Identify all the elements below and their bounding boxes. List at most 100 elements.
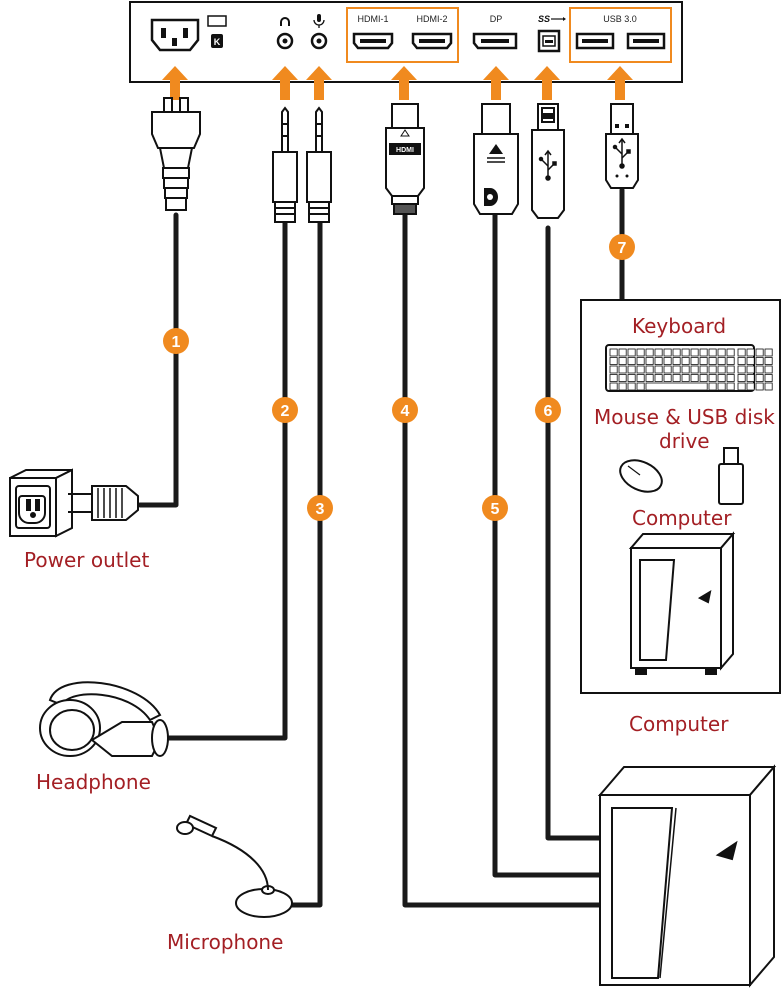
usb-symbol-icon [538, 149, 557, 181]
keyboard-key [609, 382, 618, 391]
cable-headphone [162, 219, 288, 741]
badge-2: 2 [272, 397, 298, 423]
computer-large-icon [597, 764, 777, 988]
displayport-port-icon [472, 32, 518, 50]
keyboard-key [636, 365, 645, 374]
keyboard-key [681, 374, 690, 382]
keyboard-key [636, 348, 645, 357]
keyboard-key [690, 357, 699, 365]
usb-symbol-small-icon [551, 17, 566, 21]
keyboard-key [645, 374, 654, 382]
keyboard-key [645, 348, 654, 357]
arrow-usb-b [534, 66, 560, 100]
keyboard-key [672, 365, 681, 374]
keyboard-key [737, 374, 746, 382]
usb3-label: USB 3.0 [603, 14, 637, 24]
svg-text:5: 5 [491, 501, 500, 518]
cable-number-badges: 1 2 3 4 5 6 7 [163, 234, 635, 521]
badge-7: 7 [609, 234, 635, 260]
keyboard-key [726, 382, 735, 391]
microphone-icon [176, 814, 293, 918]
keyboard-key [755, 348, 764, 357]
keyboard-key [654, 348, 663, 357]
cable-hdmi [402, 212, 603, 908]
keyboard-key [618, 357, 627, 365]
svg-text:6: 6 [544, 403, 553, 420]
microphone-plug-icon [306, 106, 332, 223]
keyboard-key [672, 357, 681, 365]
keyboard-key [717, 365, 726, 374]
keyboard-key [746, 374, 755, 382]
mouse-icon [619, 459, 663, 493]
keyboard-key [755, 382, 764, 391]
keyboard-key [746, 348, 755, 357]
svg-text:1: 1 [172, 334, 181, 351]
keyboard-key [618, 348, 627, 357]
arrow-power [162, 66, 188, 100]
keyboard-key [681, 365, 690, 374]
keyboard-key [654, 374, 663, 382]
keyboard-key [699, 348, 708, 357]
keyboard-key [609, 357, 618, 365]
keyboard-key [609, 374, 618, 382]
keyboard-key [672, 374, 681, 382]
keyboard-key [609, 348, 618, 357]
superspeed-label: SS [538, 14, 550, 24]
keyboard-icon [605, 344, 773, 392]
usb-disk-icon [718, 447, 744, 505]
keyboard-key [681, 357, 690, 365]
cable-dp [492, 212, 608, 878]
cable-power [137, 212, 179, 508]
keyboard-key [681, 348, 690, 357]
headphone-icon [39, 681, 169, 757]
keyboard-key [618, 374, 627, 382]
keyboard-key [764, 365, 773, 374]
microphone-jack-icon [310, 14, 328, 50]
keyboard-key [690, 365, 699, 374]
badge-3: 3 [307, 495, 333, 521]
keyboard-key [663, 348, 672, 357]
keyboard-key [764, 382, 773, 391]
keyboard-key [764, 348, 773, 357]
keyboard-key [746, 382, 755, 391]
badge-1: 1 [163, 328, 189, 354]
keyboard-key [726, 374, 735, 382]
keyboard-key [627, 357, 636, 365]
keyboard-key [746, 357, 755, 365]
arrow-dp [483, 66, 509, 100]
svg-text:2: 2 [281, 403, 290, 420]
microphone-label: Microphone [167, 930, 284, 954]
keyboard-key [663, 365, 672, 374]
svg-text:7: 7 [618, 240, 627, 257]
computer-small-icon [628, 531, 736, 675]
keyboard-key [737, 365, 746, 374]
kensington-lock-icon: K [207, 15, 227, 48]
connection-arrows [162, 66, 633, 100]
headphone-jack-icon [276, 17, 294, 50]
keyboard-key [690, 374, 699, 382]
keyboard-key [672, 348, 681, 357]
keyboard-key [746, 365, 755, 374]
power-outlet-icon [9, 468, 139, 538]
keyboard-key [627, 374, 636, 382]
hdmi1-label: HDMI-1 [358, 14, 389, 24]
usb-a-port-2-icon [626, 32, 666, 50]
keyboard-key [726, 348, 735, 357]
usb-symbol-icon-2 [612, 137, 631, 169]
keyboard-key [627, 348, 636, 357]
keyboard-key [708, 374, 717, 382]
keyboard-key [636, 382, 645, 391]
keyboard-key [654, 365, 663, 374]
hdmi-plug-label: HDMI [396, 147, 414, 154]
svg-text:3: 3 [316, 501, 325, 518]
keyboard-key [764, 357, 773, 365]
keyboard-key [737, 348, 746, 357]
arrow-hdmi [391, 66, 417, 100]
keyboard-key [755, 374, 764, 382]
keyboard-key [717, 348, 726, 357]
keyboard-key [645, 357, 654, 365]
keyboard-key [708, 357, 717, 365]
keyboard-key [737, 357, 746, 365]
keyboard-key [717, 382, 726, 391]
